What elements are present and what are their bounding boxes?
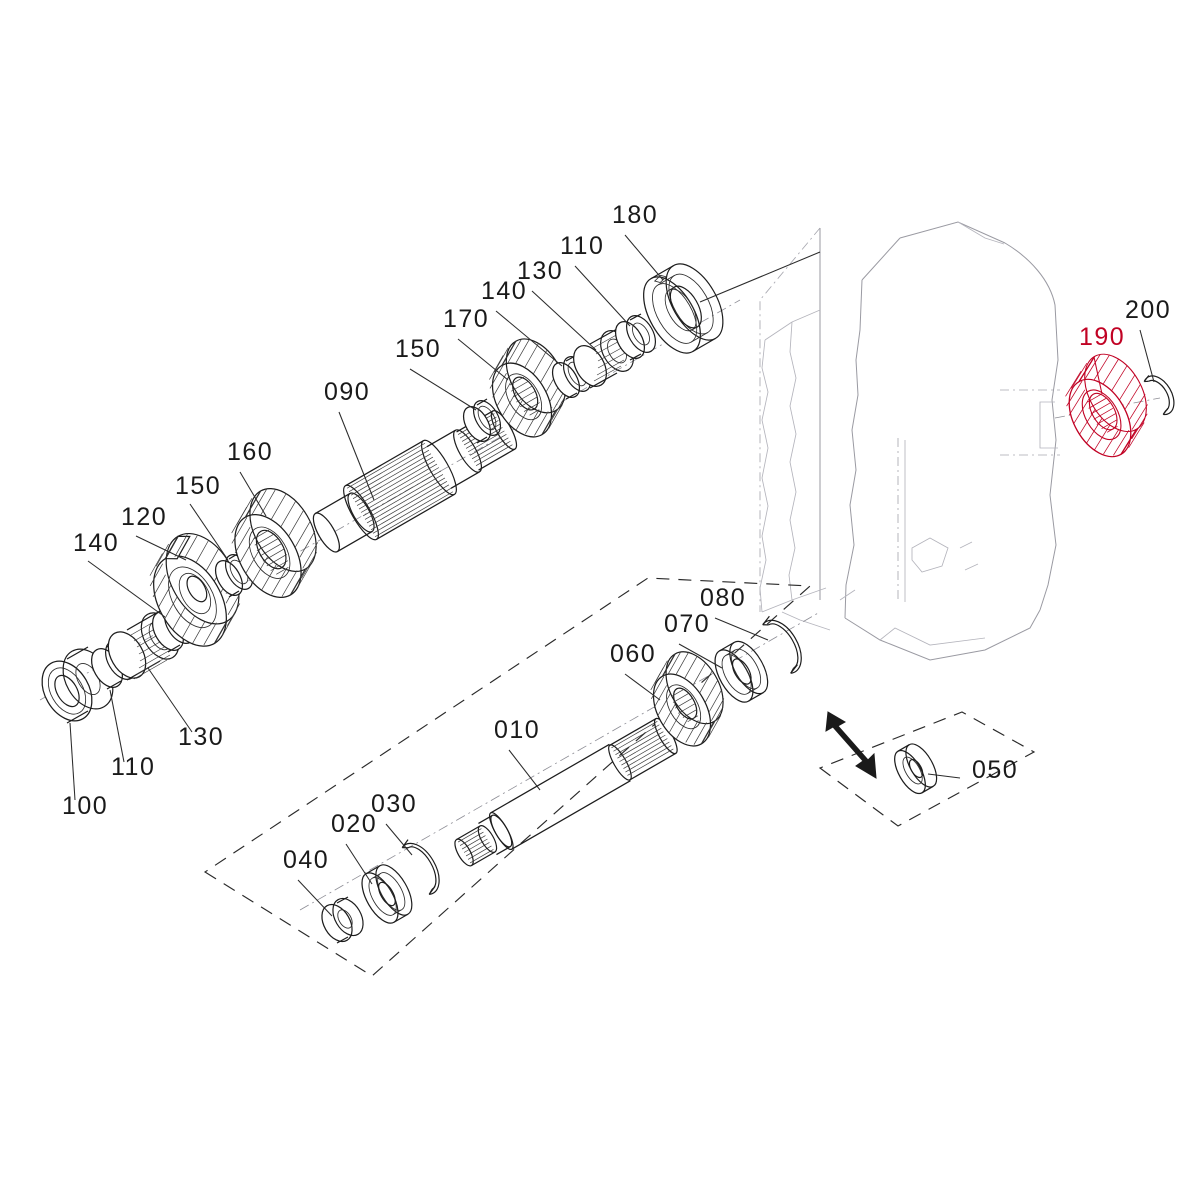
leader-lines (69, 234, 1155, 917)
part-120-spur-gear (149, 532, 241, 647)
part-150-thrust-washer-right (462, 398, 502, 444)
part-030-snap-ring (401, 839, 440, 895)
part-020-ball-bearing (361, 864, 413, 924)
callout-label-130-right: 130 (517, 257, 563, 285)
bushing-group-box (818, 711, 1036, 827)
callout-label-140: 140 (73, 529, 119, 557)
part-100-ball-bearing (41, 646, 114, 724)
callout-label-010: 010 (494, 716, 540, 744)
part-number-labels: 100 110 130 140 120 150 160 090 150 170 … (62, 201, 1171, 874)
callout-label-110-right: 110 (560, 232, 604, 260)
callout-label-070: 070 (664, 610, 710, 638)
transmission-housing (759, 221, 1060, 661)
callout-label-160: 160 (227, 438, 273, 466)
callout-label-200: 200 (1125, 296, 1171, 324)
part-010-splined-shaft (454, 717, 678, 867)
part-170-spur-gear (489, 338, 567, 438)
callout-label-170: 170 (443, 305, 489, 333)
part-190-spur-gear-highlighted (1065, 353, 1148, 458)
callout-label-180: 180 (612, 201, 658, 229)
part-180-ball-bearing (643, 263, 724, 354)
callout-label-190: 190 (1079, 323, 1125, 351)
part-110-spacer-collar-right (614, 313, 657, 361)
callout-label-050: 050 (972, 756, 1018, 784)
part-050-bushing-collar (894, 743, 938, 795)
part-060-spur-gear (650, 651, 725, 747)
callout-label-060: 060 (610, 640, 656, 668)
part-200-snap-ring (1143, 375, 1175, 416)
callout-label-090: 090 (324, 378, 370, 406)
part-070-ball-bearing (714, 640, 769, 703)
callout-label-150-left: 150 (175, 472, 221, 500)
part-090-splined-shaft (312, 410, 518, 553)
swap-arrow-icon (825, 711, 877, 779)
callout-label-040: 040 (283, 846, 329, 874)
part-160-spur-gear (231, 488, 319, 599)
callout-label-120: 120 (121, 503, 167, 531)
callout-label-150-right: 150 (395, 335, 441, 363)
callout-label-110: 110 (111, 753, 155, 781)
callout-label-030: 030 (371, 790, 417, 818)
callout-label-020: 020 (331, 810, 377, 838)
callout-label-130: 130 (178, 723, 224, 751)
callout-label-080: 080 (700, 584, 746, 612)
callout-label-140-right: 140 (481, 277, 527, 305)
lower-shaft-group-box (203, 577, 812, 977)
part-080-snap-ring (762, 615, 802, 674)
callout-label-100: 100 (62, 792, 108, 820)
part-040-thrust-washer (321, 896, 364, 944)
